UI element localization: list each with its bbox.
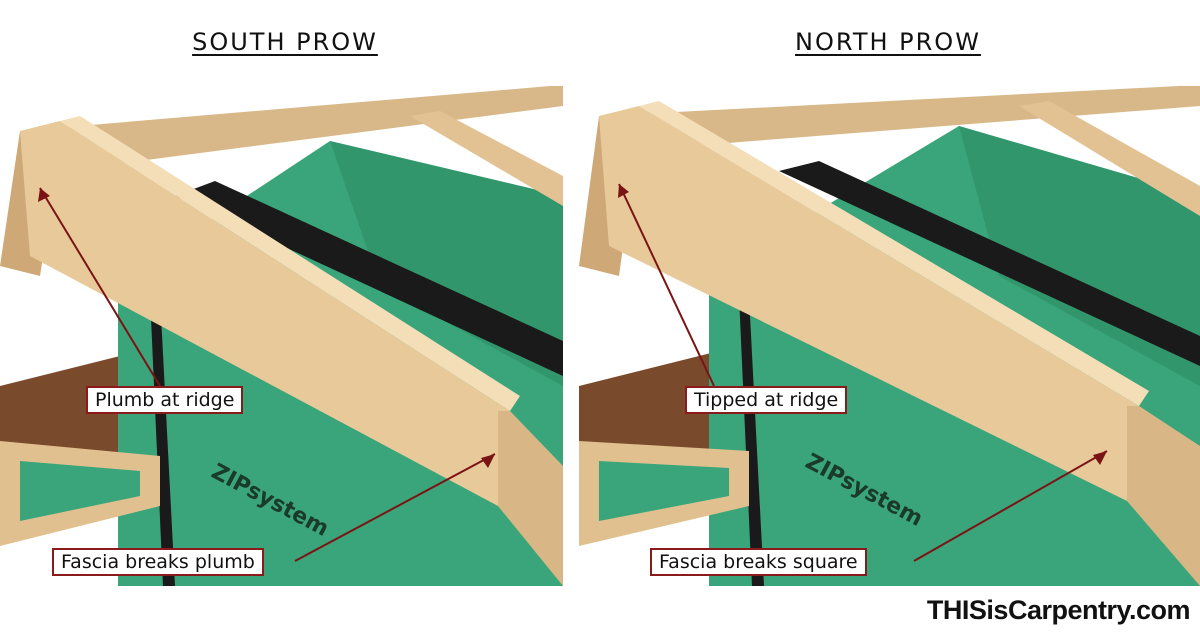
north-prow-panel: ZIPsystem xyxy=(579,86,1200,586)
arrow-fascia xyxy=(913,450,1108,562)
arrow-fascia-head xyxy=(481,454,495,468)
arrow-ridge xyxy=(39,187,161,387)
south-prow-panel: ZIPsystem xyxy=(0,86,563,586)
north-prow-illustration: ZIPsystem xyxy=(579,86,1200,586)
arrow-fascia xyxy=(294,453,496,562)
ridge-board xyxy=(599,86,1200,146)
rafter-right xyxy=(1019,101,1200,216)
box-frame-inner xyxy=(20,461,140,521)
seam-tape-vertical xyxy=(739,296,764,586)
rafter-right xyxy=(410,111,563,206)
fascia-top-edge xyxy=(60,116,520,411)
fascia-break xyxy=(1127,406,1200,586)
north-prow-title: NORTH PROW xyxy=(795,28,981,56)
seam-tape xyxy=(779,161,1200,366)
south-prow-illustration: ZIPsystem xyxy=(0,86,563,586)
south-prow-title: SOUTH PROW xyxy=(192,28,378,56)
arrow-fascia-head xyxy=(1093,451,1107,465)
site-brand: THISisCarpentry.com xyxy=(926,595,1191,625)
callout-tipped-at-ridge: Tipped at ridge xyxy=(685,386,848,414)
box-frame-inner xyxy=(599,461,729,521)
callout-plumb-at-ridge: Plumb at ridge xyxy=(86,386,244,414)
seam-tape xyxy=(175,181,563,376)
fascia-top-edge xyxy=(639,101,1149,406)
ridge-board xyxy=(20,86,563,166)
fascia-board xyxy=(599,106,1139,501)
seam-tape-vertical xyxy=(150,296,175,586)
arrow-ridge-head xyxy=(38,188,50,202)
callout-fascia-breaks-square: Fascia breaks square xyxy=(650,548,867,576)
fascia-board xyxy=(20,121,510,506)
callout-fascia-breaks-plumb: Fascia breaks plumb xyxy=(52,548,264,576)
arrow-ridge xyxy=(618,183,715,387)
arrow-ridge-head xyxy=(618,184,629,198)
fascia-break xyxy=(498,411,563,586)
